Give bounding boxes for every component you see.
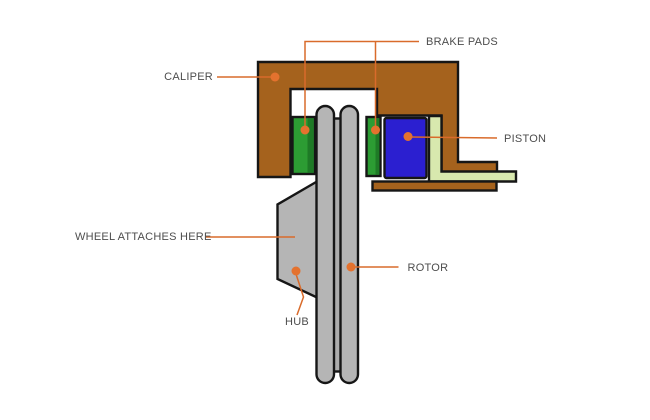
- rotor-label: ROTOR: [407, 261, 449, 274]
- caliper-dot: [270, 72, 280, 82]
- leader-lines: [206, 40, 498, 316]
- rotor-bar-left: [315, 104, 336, 385]
- hub-leader: [295, 273, 305, 316]
- hub-dot: [291, 266, 301, 276]
- fluid-line-shape: [427, 114, 518, 183]
- hub-label: HUB: [285, 316, 309, 328]
- wheel-attachment-label: WHEEL ATTACHES HERE: [75, 230, 212, 243]
- brake-pads-leader: [304, 40, 419, 127]
- caliper-label: CALIPER: [164, 70, 213, 83]
- component-shapes: [256, 60, 518, 385]
- rotor-bar-right: [339, 104, 360, 385]
- rotor-dot: [346, 262, 356, 272]
- marker-dots: [270, 72, 413, 276]
- piston-shape: [383, 116, 428, 180]
- brake-pad-left-dot: [300, 125, 310, 135]
- caliper-bottom-bar: [371, 180, 498, 192]
- brake-pads-label: BRAKE PADS: [426, 36, 498, 48]
- piston-leader: [410, 136, 498, 139]
- brake-pad-left-shade: [307, 118, 314, 173]
- piston-label: PISTON: [504, 133, 547, 145]
- brake-pad-right-dot: [371, 125, 380, 135]
- piston-dot: [403, 132, 413, 141]
- brake-pad-right-shade: [375, 118, 380, 175]
